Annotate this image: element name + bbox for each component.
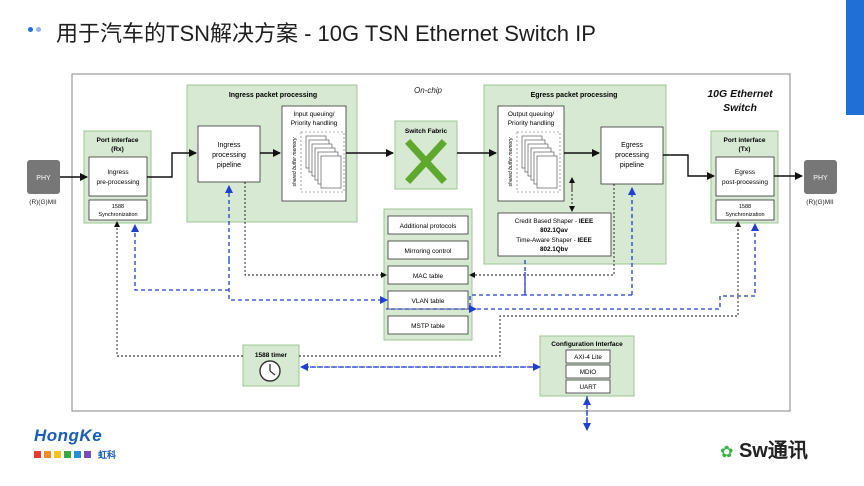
ingress-pipe-line3: pipeline <box>217 162 241 169</box>
tx-sync-box <box>715 199 775 221</box>
table-label-0: Additional protocols <box>400 223 457 230</box>
config-mdio-box <box>565 364 611 379</box>
rx-sync-box <box>88 199 148 221</box>
port-tx-title-line2: (Tx) <box>739 146 751 153</box>
config-title: Configuration Interface <box>551 341 623 348</box>
control-dotted-lines <box>114 177 741 357</box>
postprocessing-line2: post-processing <box>722 179 768 186</box>
table-label-2: MAC table <box>413 273 444 280</box>
shaper-line2: 802.1Qav <box>540 227 568 234</box>
shaper-box <box>497 212 612 257</box>
ingress-preprocessing-box <box>88 156 148 197</box>
ingress-pipe-line2: processing <box>212 152 246 159</box>
ingress-block-title: Ingress packet processing <box>229 92 317 99</box>
logo-cn: 虹科 <box>98 450 117 460</box>
egress-pipe-line3: pipeline <box>620 162 644 169</box>
rx-sync-line1: 1588 <box>112 204 124 210</box>
input-memory-label: shared buffer memory <box>292 137 298 186</box>
preprocessing-line1: Ingress <box>107 169 129 176</box>
logo-name: HongKe <box>34 426 103 445</box>
phy-left-label: PHY <box>36 175 51 182</box>
output-queuing-line2: Priority handling <box>508 120 555 127</box>
chip-title-line2: Switch <box>723 102 757 114</box>
config-item-2: UART <box>579 384 596 391</box>
accent-bar <box>846 0 864 115</box>
config-dashed-lines <box>131 185 759 431</box>
output-buffer-memory-stack <box>516 131 561 193</box>
table-mac <box>387 265 469 285</box>
table-label-3: VLAN table <box>412 298 445 305</box>
clock-icon <box>259 360 281 382</box>
egress-postprocessing-box <box>715 156 775 197</box>
slide-title: 用于汽车的TSN解决方案 - 10G TSN Ethernet Switch I… <box>56 21 596 46</box>
watermark: ✿ Sw通讯 <box>720 434 808 463</box>
shaper-line1: Credit Based Shaper - IEEE <box>515 218 593 225</box>
output-queuing-line1: Output queuing/ <box>508 111 554 118</box>
tx-sync-line2: Synchronization <box>725 212 764 218</box>
wechat-icon: ✿ <box>720 444 734 461</box>
egress-block-title: Egress packet processing <box>531 92 618 99</box>
input-queuing-line2: Priority handling <box>291 120 338 127</box>
tx-sync-line1: 1588 <box>739 204 751 210</box>
table-mstp <box>387 315 469 335</box>
config-item-1: MDIO <box>580 369 597 376</box>
table-label-1: Mirroring control <box>405 248 453 255</box>
input-buffer-memory-stack <box>300 131 345 193</box>
table-additional-protocols <box>387 215 469 235</box>
port-tx-title-line1: Port interface <box>724 137 766 144</box>
ingress-pipe-line1: Ingress <box>218 142 241 149</box>
phy-right-label: PHY <box>813 175 828 182</box>
on-chip-label: On-chip <box>414 86 443 95</box>
hongke-logo: HongKe 虹科 <box>34 426 116 461</box>
switch-fabric-label: Switch Fabric <box>405 128 448 135</box>
output-memory-label: shared buffer memory <box>508 137 514 186</box>
preprocessing-line2: pre-processing <box>97 179 140 186</box>
rx-sync-line2: Synchronization <box>98 212 137 218</box>
config-axi-box <box>565 349 611 364</box>
port-rx-title-line2: (Rx) <box>111 146 124 153</box>
config-item-0: AXI-4 Lite <box>574 354 602 361</box>
chip-title-line1: 10G Ethernet <box>707 88 773 100</box>
postprocessing-line1: Egress <box>735 169 756 176</box>
input-queuing-line1: Input queuing/ <box>293 111 334 118</box>
data-path-arrows <box>60 149 803 181</box>
port-rx-title-line1: Port interface <box>97 137 139 144</box>
shaper-line3: Time-Aware Shaper - IEEE <box>516 237 592 244</box>
phy-left-box <box>27 160 60 194</box>
phy-left-caption: (R)(G)MII <box>29 199 57 206</box>
config-uart-box <box>565 379 611 394</box>
shaper-line4: 802.1Qbv <box>540 246 569 253</box>
logo-squares: 虹科 <box>34 448 116 461</box>
switch-fabric-x-icon <box>405 139 447 184</box>
timer-label: 1588 timer <box>255 352 288 359</box>
ingress-pipeline-box <box>197 125 261 183</box>
egress-pipe-line2: processing <box>615 152 649 159</box>
table-mirroring-control <box>387 240 469 260</box>
phy-right-box <box>804 160 837 194</box>
switch-fabric-block <box>394 120 458 190</box>
watermark-text: Sw通讯 <box>738 440 808 462</box>
table-label-4: MSTP table <box>411 323 445 330</box>
egress-pipe-line1: Egress <box>621 142 643 149</box>
phy-right-caption: (R)(G)MII <box>806 199 834 206</box>
egress-pipeline-box <box>600 126 664 185</box>
title-bullet-dots <box>28 27 46 35</box>
